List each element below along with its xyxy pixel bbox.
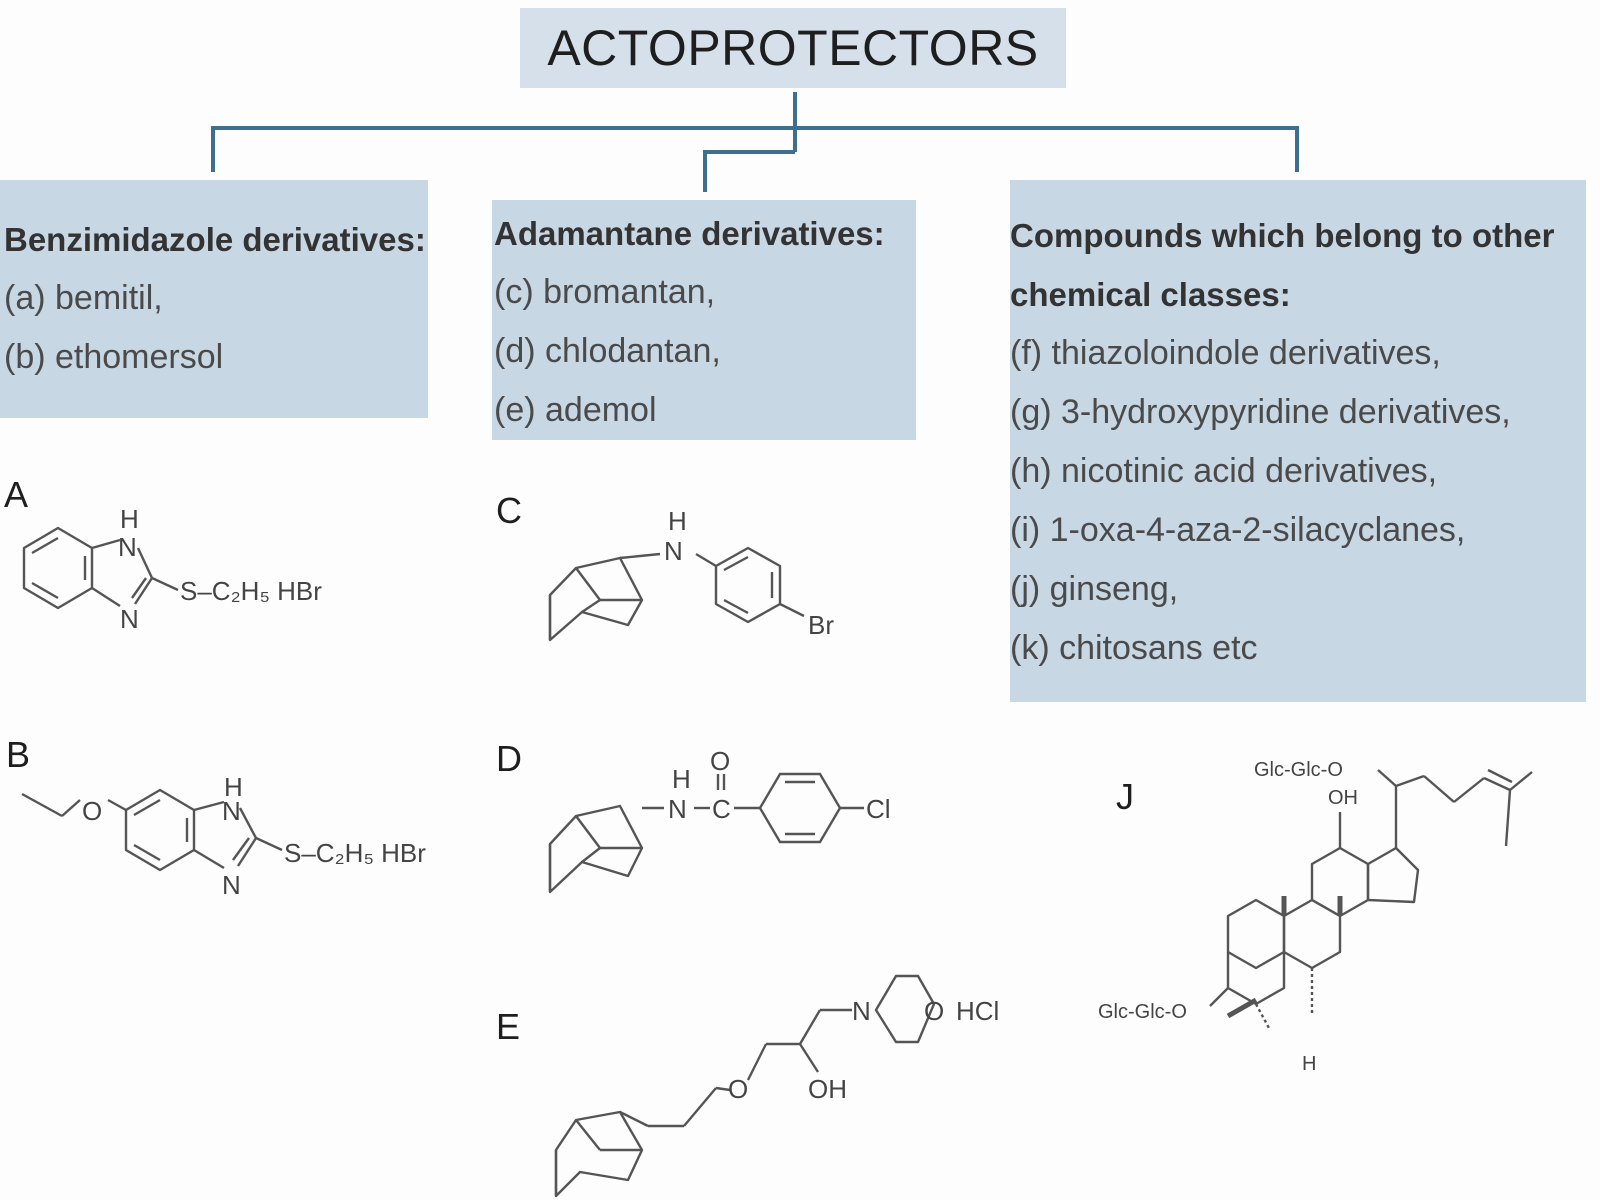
- atom-label: S–C₂H₅ HBr: [180, 576, 322, 606]
- category-heading-line2: chemical classes:: [1010, 276, 1291, 313]
- panel-letter-c: C: [496, 490, 522, 531]
- atom-label: H: [668, 506, 687, 536]
- atom-label: N: [668, 794, 687, 824]
- atom-label: N: [118, 532, 137, 562]
- atom-label: O: [924, 996, 944, 1026]
- atom-label: Br: [808, 610, 834, 640]
- category-heading: Compounds which belong to other: [1010, 217, 1555, 254]
- atom-label: N: [222, 870, 241, 900]
- diagram-title: ACTOPROTECTORS: [520, 8, 1066, 88]
- panel-letter-j: J: [1116, 776, 1134, 817]
- structure-j-ginsenoside: [1209, 768, 1533, 1031]
- connector-tree: [211, 92, 1299, 192]
- atom-label: N: [222, 796, 241, 826]
- atom-label: N: [852, 996, 871, 1026]
- atom-label: H: [120, 504, 139, 534]
- atom-label: H: [1302, 1053, 1316, 1075]
- atom-label: N: [120, 604, 139, 634]
- atom-label: H: [672, 764, 691, 794]
- atom-label: H: [224, 772, 243, 802]
- category-item: (f) thiazoloindole derivatives,: [1010, 334, 1441, 372]
- structure-b-ethomersol: [21, 788, 283, 872]
- category-item: (g) 3-hydroxypyridine derivatives,: [1010, 393, 1511, 431]
- category-item: (h) nicotinic acid derivatives,: [1010, 452, 1438, 490]
- structure-d-chlodantan: [548, 772, 864, 894]
- category-item: (e) ademol: [494, 391, 657, 429]
- atom-label: N: [664, 536, 683, 566]
- panel-letter-b: B: [6, 734, 31, 775]
- category-item: (k) chitosans etc: [1010, 629, 1258, 667]
- atom-label: O: [82, 796, 102, 826]
- category-item: (i) 1-oxa-4-aza-2-silacyclanes,: [1010, 511, 1466, 549]
- category-item: (c) bromantan,: [494, 273, 716, 311]
- panel-letter-a: A: [4, 474, 29, 515]
- atom-label: Glc-Glc-O: [1098, 1001, 1187, 1023]
- panel-letter-d: D: [496, 738, 522, 779]
- category-item: (j) ginseng,: [1010, 570, 1179, 608]
- structure-e-ademol: [554, 974, 936, 1198]
- atom-label: OH: [1328, 787, 1358, 809]
- other-classes-category-box: Compounds which belong to other chemical…: [1010, 180, 1586, 702]
- atom-label: O: [710, 746, 730, 776]
- atom-label: S–C₂H₅ HBr: [284, 838, 426, 868]
- panel-letter-e: E: [496, 1006, 521, 1047]
- atom-label: OH: [808, 1074, 847, 1104]
- benzimidazole-category-box: Benzimidazole derivatives: (a) bemitil, …: [0, 180, 428, 418]
- category-item: (d) chlodantan,: [494, 332, 721, 370]
- atom-label: O: [728, 1074, 748, 1104]
- atom-label: C: [712, 794, 731, 824]
- category-item: (a) bemitil,: [4, 279, 163, 317]
- category-item: (b) ethomersol: [4, 338, 224, 376]
- adamantane-category-box: Adamantane derivatives: (c) bromantan, (…: [492, 200, 916, 440]
- category-heading: Benzimidazole derivatives:: [4, 221, 426, 258]
- structure-c-bromantan: [548, 546, 805, 642]
- category-heading: Adamantane derivatives:: [494, 215, 885, 252]
- structure-a-bemitil: [22, 526, 179, 610]
- atom-label: HCl: [956, 996, 999, 1026]
- atom-label: Glc-Glc-O: [1254, 759, 1343, 781]
- atom-label: Cl: [866, 794, 891, 824]
